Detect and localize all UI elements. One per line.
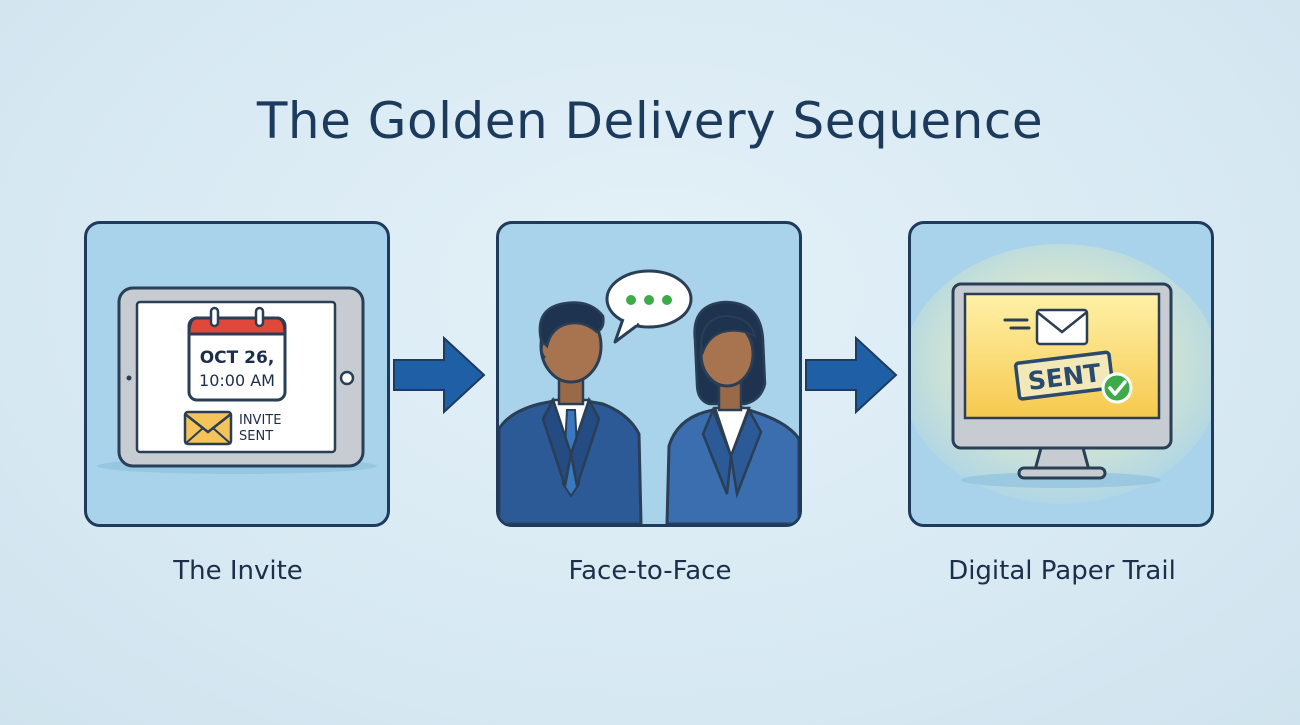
step-label-digital-paper-trail: Digital Paper Trail [948, 556, 1176, 586]
page-title: The Golden Delivery Sequence [256, 92, 1044, 150]
envelope-icon [183, 410, 233, 446]
step-panel-invite: OCT 26, 10:00 AM INVITE SENT [84, 221, 390, 527]
invite-status-line2: SENT [239, 429, 273, 444]
step-label-invite: The Invite [173, 556, 303, 586]
step-label-face-to-face: Face-to-Face [568, 556, 732, 586]
paper-trail-illustration: SENT [911, 244, 1211, 504]
invite-illustration: OCT 26, 10:00 AM INVITE SENT [97, 286, 377, 474]
envelope-icon [1003, 308, 1089, 346]
businessman-icon [499, 301, 643, 524]
checkmark-icon [1101, 372, 1133, 404]
calendar-icon: OCT 26, 10:00 AM [187, 306, 287, 402]
face-to-face-illustration [499, 269, 799, 524]
speech-bubble-icon [605, 269, 693, 344]
arrow-right-icon [393, 335, 486, 415]
businesswoman-icon [665, 300, 799, 524]
step-panel-digital-paper-trail: SENT [908, 221, 1214, 527]
invite-status-line1: INVITE [239, 413, 281, 428]
calendar-time: 10:00 AM [199, 371, 275, 390]
step-panel-face-to-face [496, 221, 802, 527]
arrow-right-icon [805, 335, 898, 415]
calendar-date: OCT 26, [200, 348, 275, 368]
sent-stamp: SENT [1013, 350, 1115, 401]
